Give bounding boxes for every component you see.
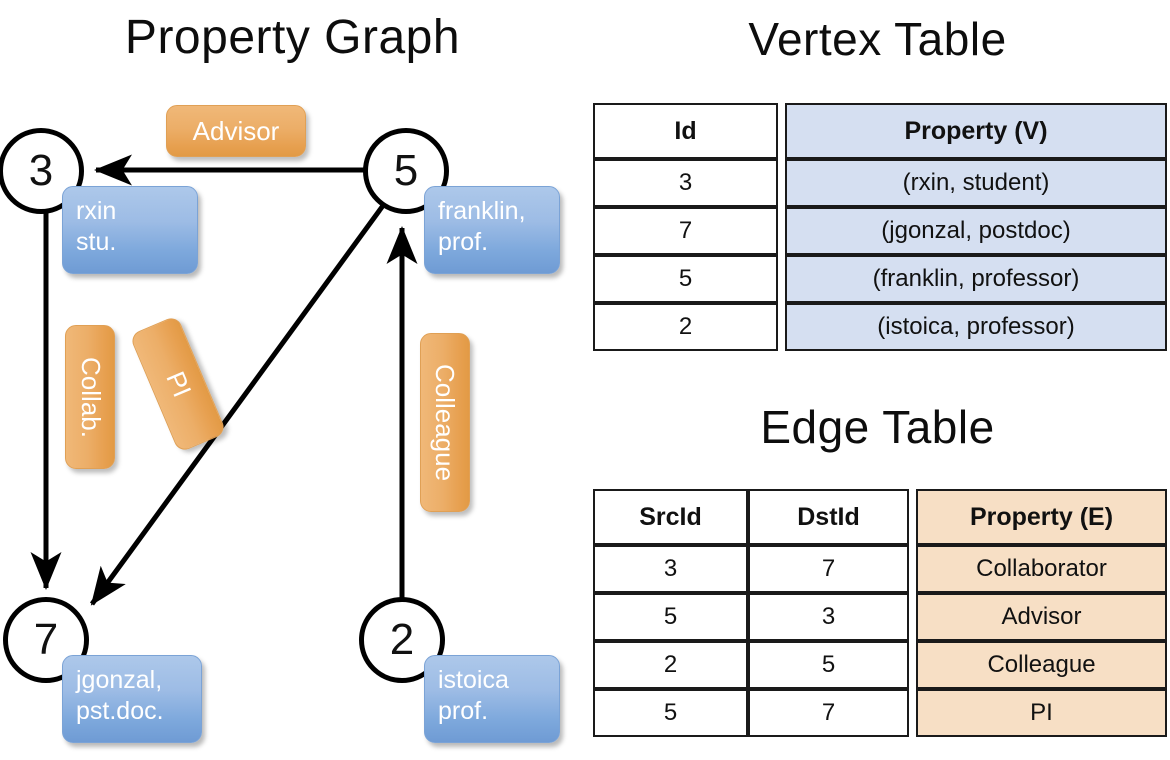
edge-table-gutter [909, 593, 916, 641]
vertex-table-gutter [778, 255, 785, 303]
vertex-7-role: pst.doc. [76, 697, 164, 725]
graph-vertex-2-label: 2 [389, 615, 415, 664]
vertex-row-1-property: (jgonzal, postdoc) [785, 207, 1167, 255]
edge-table-header-srcid: SrcId [593, 489, 748, 545]
edge-label-pi-text: PI [159, 366, 198, 401]
table-row[interactable]: 3 (rxin, student) [593, 159, 1167, 207]
table-row[interactable]: 5 7 PI [593, 689, 1167, 737]
edge-table-header-row: SrcId DstId Property (E) [593, 489, 1167, 545]
edge-row-0-src: 3 [593, 545, 748, 593]
edge-row-0-property: Collaborator [916, 545, 1167, 593]
edge-row-3-src: 5 [593, 689, 748, 737]
edge-table-gutter [909, 545, 916, 593]
edge-row-1-property: Advisor [916, 593, 1167, 641]
edge-row-2-src: 2 [593, 641, 748, 689]
edge-label-collab-text: Collab. [75, 356, 106, 438]
edge-table-gutter [909, 641, 916, 689]
edge-label-advisor[interactable]: Advisor [166, 105, 306, 157]
table-row[interactable]: 2 (istoica, professor) [593, 303, 1167, 351]
table-row[interactable]: 7 (jgonzal, postdoc) [593, 207, 1167, 255]
table-row[interactable]: 5 (franklin, professor) [593, 255, 1167, 303]
page-title-edge-table: Edge Table [760, 401, 995, 453]
vertex-table-header-property: Property (V) [785, 103, 1167, 159]
vertex-7-property-box[interactable]: jgonzal, pst.doc. [62, 655, 202, 743]
edge-label-colleague-text: Colleague [430, 363, 461, 482]
vertex-table: Id Property (V) 3 (rxin, student) 7 (jgo… [593, 103, 1167, 351]
vertex-table-header-id: Id [593, 103, 778, 159]
edge-table-header-property: Property (E) [916, 489, 1167, 545]
property-graph-panel: Property Graph 3 5 7 [0, 11, 560, 743]
table-row[interactable]: 3 7 Collaborator [593, 545, 1167, 593]
graph-edges-svg [30, 154, 418, 606]
vertex-2-property-box[interactable]: istoica prof. [424, 655, 560, 743]
vertex-3-property-box[interactable]: rxin stu. [62, 186, 198, 274]
table-row[interactable]: 2 5 Colleague [593, 641, 1167, 689]
vertex-table-gutter [778, 103, 785, 159]
edge-5-to-7 [89, 194, 393, 606]
vertex-table-header-row: Id Property (V) [593, 103, 1167, 159]
edge-row-3-dst: 7 [748, 689, 909, 737]
table-row[interactable]: 5 3 Advisor [593, 593, 1167, 641]
graph-vertex-5-label: 5 [393, 146, 419, 195]
edge-label-collab[interactable]: Collab. [65, 325, 115, 469]
vertex-table-gutter [778, 207, 785, 255]
vertex-3-role: stu. [76, 228, 117, 256]
page-title-property-graph: Property Graph [124, 11, 461, 64]
vertex-row-0-id: 3 [593, 159, 778, 207]
vertex-5-property-box[interactable]: franklin, prof. [424, 186, 560, 274]
vertex-7-name: jgonzal, [76, 666, 163, 694]
vertex-row-1-id: 7 [593, 207, 778, 255]
edge-row-3-property: PI [916, 689, 1167, 737]
edge-row-2-property: Colleague [916, 641, 1167, 689]
vertex-5-name: franklin, [438, 197, 526, 225]
vertex-2-name: istoica [438, 666, 509, 694]
edge-table-header-dstid: DstId [748, 489, 909, 545]
vertex-3-name: rxin [76, 197, 117, 225]
vertex-row-3-id: 2 [593, 303, 778, 351]
vertex-2-role: prof. [438, 697, 489, 725]
graph-vertex-2[interactable]: 2 [359, 597, 445, 683]
edge-table-gutter [909, 489, 916, 545]
vertex-table-gutter [778, 159, 785, 207]
edge-row-1-src: 5 [593, 593, 748, 641]
graph-vertex-5[interactable]: 5 [363, 128, 449, 214]
graph-vertex-3-label: 3 [28, 146, 54, 195]
edge-row-1-dst: 3 [748, 593, 909, 641]
vertex-table-gutter [778, 303, 785, 351]
vertex-row-0-property: (rxin, student) [785, 159, 1167, 207]
edge-table-gutter [909, 689, 916, 737]
edge-table: SrcId DstId Property (E) 3 7 Collaborato… [593, 489, 1167, 737]
vertex-row-2-id: 5 [593, 255, 778, 303]
page-title-vertex-table: Vertex Table [748, 13, 1007, 65]
edge-label-advisor-text: Advisor [192, 115, 280, 146]
edge-row-0-dst: 7 [748, 545, 909, 593]
edge-row-2-dst: 5 [748, 641, 909, 689]
edge-label-colleague[interactable]: Colleague [420, 333, 470, 512]
vertex-row-3-property: (istoica, professor) [785, 303, 1167, 351]
vertex-row-2-property: (franklin, professor) [785, 255, 1167, 303]
graph-vertex-7-label: 7 [33, 615, 59, 664]
vertex-5-role: prof. [438, 228, 489, 256]
